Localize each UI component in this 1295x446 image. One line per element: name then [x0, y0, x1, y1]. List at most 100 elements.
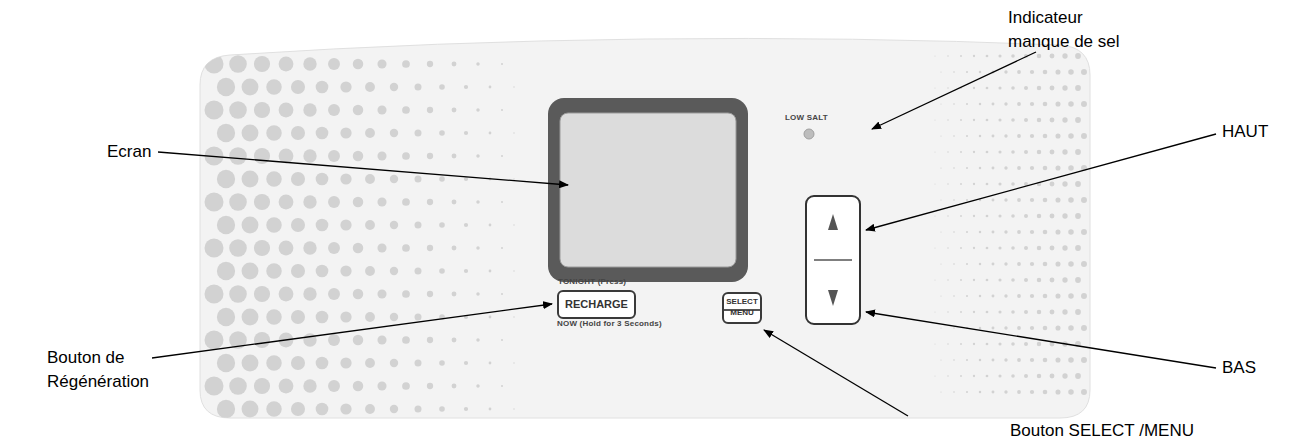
decor-dot	[365, 220, 375, 230]
decor-dot	[316, 403, 329, 416]
decor-dot	[1037, 278, 1041, 282]
decor-dot	[1024, 118, 1028, 122]
decor-dot	[501, 63, 503, 65]
decor-dot	[1011, 278, 1015, 282]
decor-dot	[973, 375, 975, 377]
decor-dot	[303, 195, 316, 208]
decor-dot	[303, 333, 316, 346]
decor-dot	[1068, 69, 1074, 75]
decor-dot	[1004, 70, 1007, 73]
decor-dot	[1075, 181, 1081, 187]
rocker-divider	[814, 259, 852, 261]
decor-dot	[340, 81, 351, 92]
decor-dot	[953, 71, 955, 73]
decor-dot	[1004, 102, 1007, 105]
decor-dot	[1068, 261, 1074, 267]
decor-dot	[1075, 277, 1081, 283]
decor-dot	[217, 170, 235, 188]
decor-dot	[1043, 390, 1048, 395]
decor-dot	[1043, 70, 1048, 75]
decor-dot	[1055, 165, 1060, 170]
decor-dot	[229, 377, 247, 395]
decor-dot	[340, 311, 351, 322]
decor-dot	[1081, 197, 1087, 203]
decor-dot	[1075, 85, 1081, 91]
decor-dot	[953, 199, 955, 201]
decor-dot	[377, 381, 386, 390]
leader-line	[764, 330, 908, 416]
decor-dot	[390, 221, 398, 229]
decor-dot	[947, 279, 948, 280]
decor-dot	[279, 287, 294, 302]
decor-dot	[266, 125, 281, 140]
decor-dot	[1050, 214, 1055, 219]
decor-dot	[229, 285, 247, 303]
decor-dot	[254, 286, 270, 302]
decor-dot	[947, 55, 948, 56]
decor-dot	[402, 336, 410, 344]
decor-dot	[229, 101, 247, 119]
decor-dot	[427, 245, 433, 251]
decor-dot	[1081, 101, 1087, 107]
decor-dot	[242, 263, 259, 280]
decor-dot	[947, 247, 948, 248]
decor-dot	[966, 263, 968, 265]
decor-dot	[1037, 118, 1041, 122]
decor-dot	[953, 263, 955, 265]
decor-dot	[439, 268, 445, 274]
decor-dot	[513, 316, 514, 317]
decor-dot	[940, 199, 941, 200]
decor-dot	[973, 215, 975, 217]
decor-dot	[340, 357, 351, 368]
decor-dot	[464, 269, 468, 273]
decor-dot	[935, 280, 936, 281]
decor-dot	[476, 338, 479, 341]
decor-dot	[1030, 262, 1034, 266]
decor-dot	[501, 293, 503, 295]
decor-dot	[940, 103, 941, 104]
decor-dot	[1017, 102, 1021, 106]
decor-dot	[452, 246, 457, 251]
decor-dot	[1062, 277, 1067, 282]
decor-dot	[365, 404, 375, 414]
decor-dot	[390, 129, 398, 137]
decor-dot	[992, 263, 995, 266]
leader-line	[152, 304, 552, 358]
low-salt-led	[804, 129, 814, 139]
decor-dot	[476, 108, 479, 111]
decor-dot	[1011, 150, 1015, 154]
decor-dot	[439, 222, 445, 228]
decor-dot	[953, 359, 955, 361]
decor-dot	[940, 231, 941, 232]
decor-dot	[1004, 166, 1007, 169]
decor-dot	[1050, 246, 1055, 251]
decor-dot	[992, 103, 995, 106]
decor-dot	[291, 80, 305, 94]
decor-dot	[1068, 325, 1074, 331]
decor-dot	[303, 149, 316, 162]
decor-dot	[1062, 53, 1067, 58]
decor-dot	[1081, 325, 1087, 331]
decor-dot	[464, 131, 468, 135]
decor-dot	[1017, 358, 1021, 362]
decor-dot	[489, 270, 492, 273]
decor-dot	[390, 313, 398, 321]
decor-dot	[217, 124, 235, 142]
decor-dot	[966, 71, 968, 73]
decor-dot	[464, 85, 468, 89]
decor-dot	[316, 173, 329, 186]
decor-dot	[1024, 150, 1028, 154]
decor-dot	[1043, 198, 1048, 203]
decor-dot	[979, 391, 982, 394]
decor-dot	[291, 172, 305, 186]
decor-dot	[415, 268, 422, 275]
decor-dot	[973, 343, 975, 345]
decor-dot	[452, 292, 457, 297]
button-text: SELECT MENU	[726, 297, 758, 319]
decor-dot	[1004, 134, 1007, 137]
decor-dot	[439, 130, 445, 136]
decor-dot	[1062, 85, 1067, 90]
decor-dot	[940, 135, 941, 136]
decor-dot	[217, 78, 235, 96]
decor-dot	[279, 149, 294, 164]
